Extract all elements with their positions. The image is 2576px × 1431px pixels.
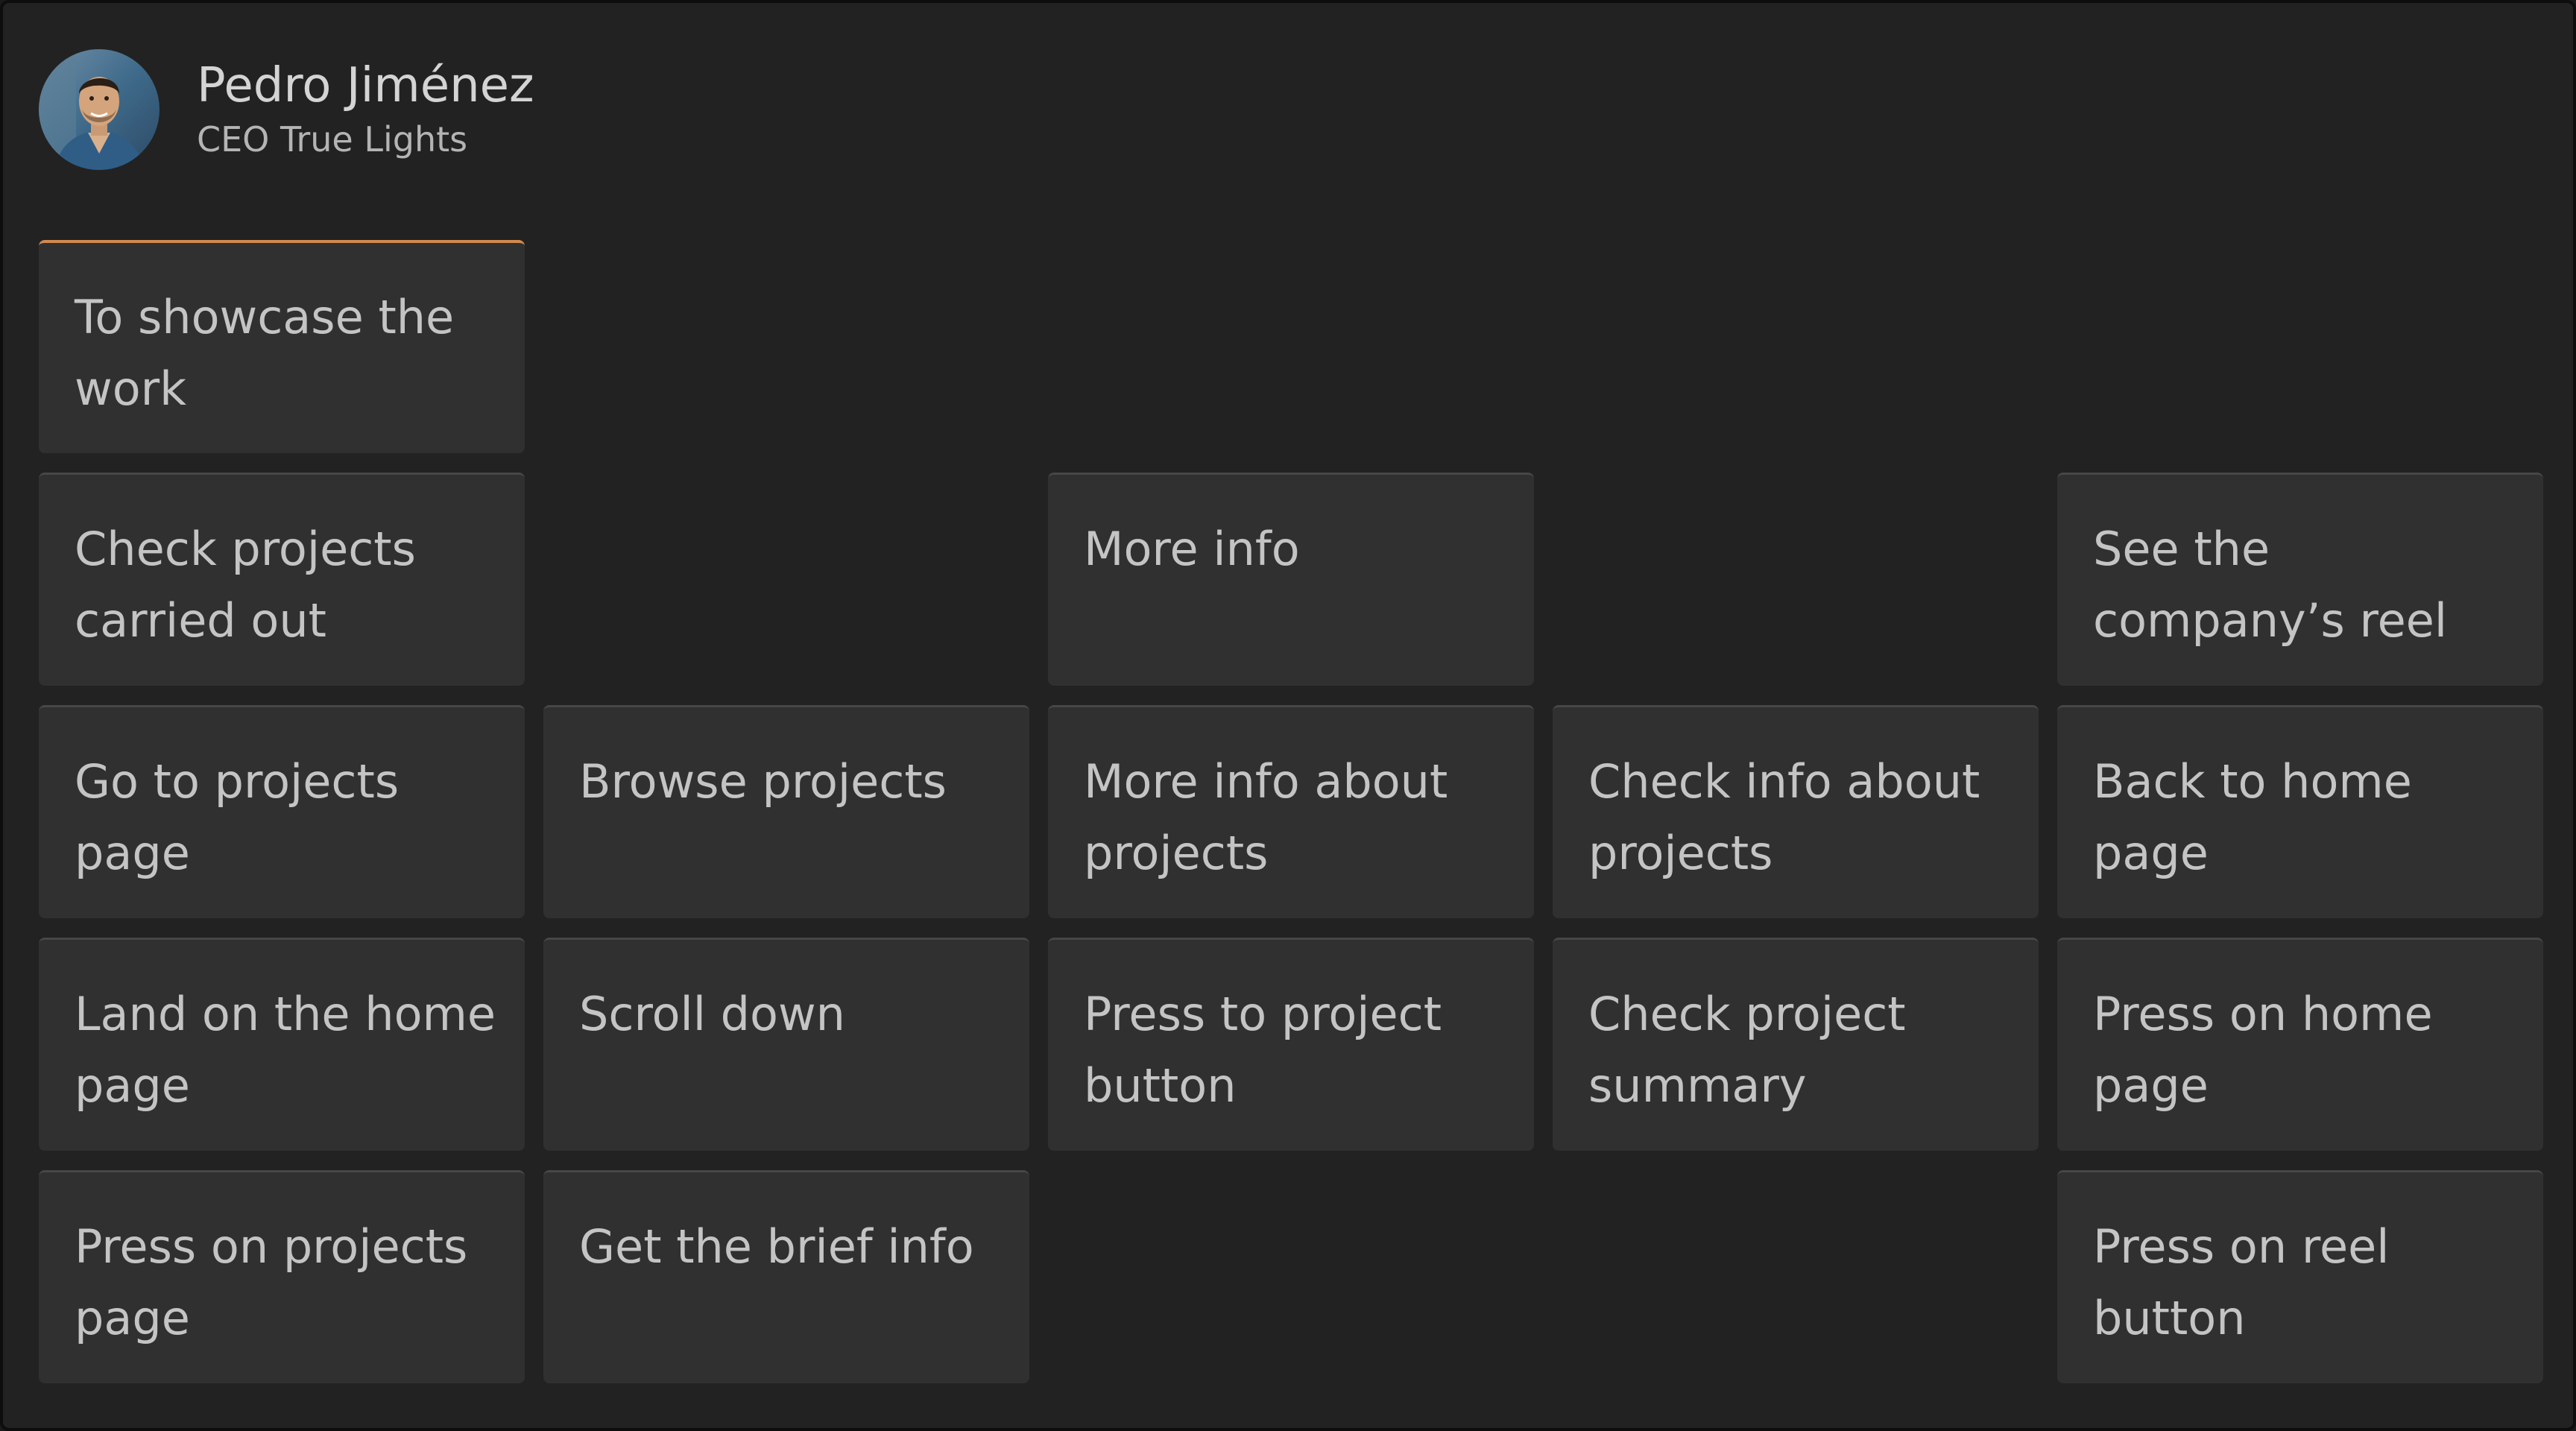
task-label: Press on home page (2093, 987, 2433, 1113)
task-card[interactable]: Scroll down (543, 938, 1029, 1151)
task-card[interactable]: Press on reel button (2057, 1170, 2543, 1383)
task-label: Go to projects page (75, 754, 400, 880)
activity-label: See the company’s reel (2093, 522, 2448, 648)
task-card[interactable]: Go to projects page (39, 705, 525, 918)
activity-card[interactable]: See the company’s reel (2057, 473, 2543, 686)
task-label: Scroll down (579, 987, 845, 1041)
activity-card[interactable]: Check projects carried out (39, 473, 525, 686)
task-label: Browse projects (579, 754, 947, 809)
avatar-image (39, 49, 160, 170)
persona-name: Pedro Jiménez (197, 57, 534, 113)
task-card[interactable]: Check info about projects (1553, 705, 2039, 918)
task-label: Land on the home page (75, 987, 496, 1113)
task-card[interactable]: Get the brief info (543, 1170, 1029, 1383)
activity-label: More info (1084, 522, 1300, 576)
task-card[interactable]: Press on home page (2057, 938, 2543, 1151)
task-label: Press on reel button (2093, 1219, 2390, 1345)
persona-role: CEO True Lights (197, 119, 468, 160)
activity-card[interactable]: More info (1048, 473, 1534, 686)
task-card[interactable]: Press to project button (1048, 938, 1534, 1151)
task-label: Back to home page (2093, 754, 2412, 880)
goal-label: To showcase the work (75, 290, 455, 416)
task-card[interactable]: Back to home page (2057, 705, 2543, 918)
task-label: Check info about projects (1588, 754, 1980, 880)
task-card[interactable]: Press on projects page (39, 1170, 525, 1383)
task-label: Press on projects page (75, 1219, 468, 1345)
task-card[interactable]: Browse projects (543, 705, 1029, 918)
task-label: Check project summary (1588, 987, 1906, 1113)
avatar (39, 49, 160, 170)
task-label: Get the brief info (579, 1219, 974, 1274)
persona-header: Pedro Jiménez CEO True Lights (39, 49, 534, 170)
task-label: Press to project button (1084, 987, 1442, 1113)
task-label: More info about projects (1084, 754, 1448, 880)
task-card[interactable]: More info about projects (1048, 705, 1534, 918)
task-card[interactable]: Land on the home page (39, 938, 525, 1151)
task-card[interactable]: Check project summary (1553, 938, 2039, 1151)
activity-label: Check projects carried out (75, 522, 416, 648)
goal-card[interactable]: To showcase the work (39, 240, 525, 453)
